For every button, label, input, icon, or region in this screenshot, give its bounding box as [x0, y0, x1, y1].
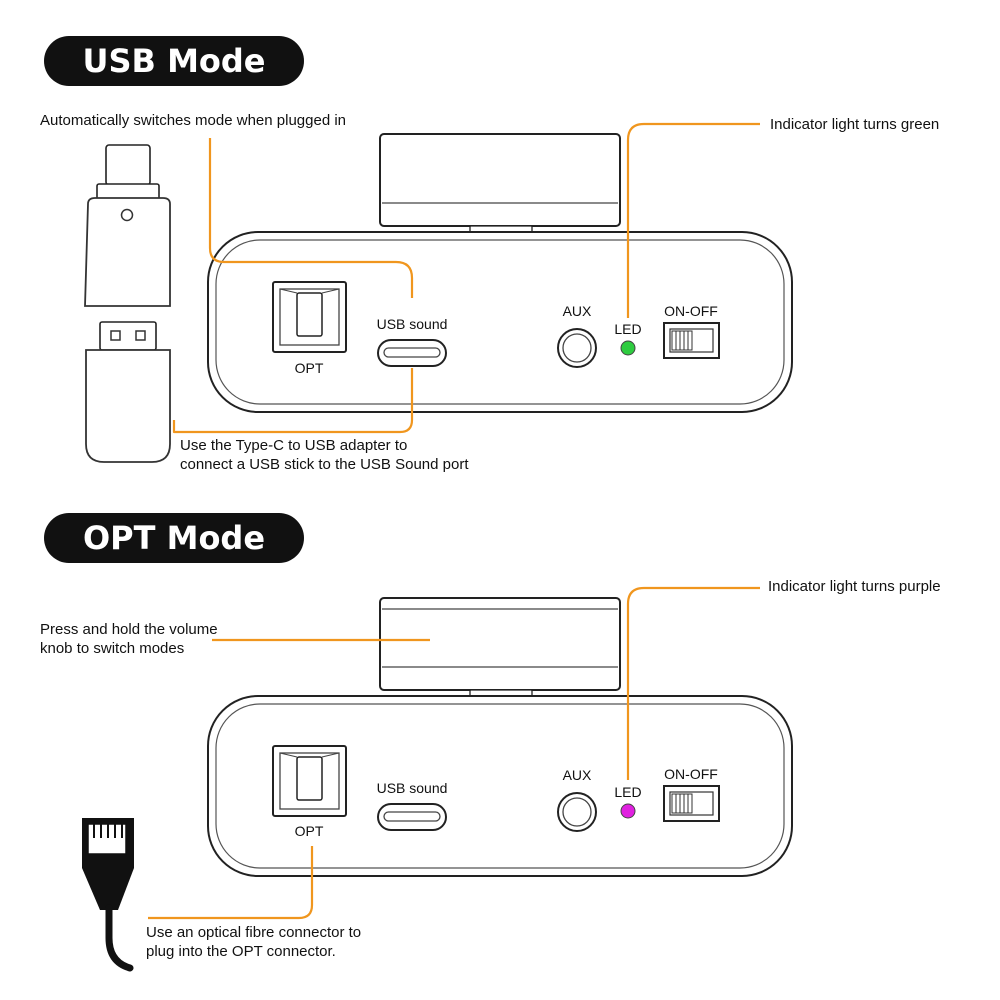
aux-port-label: AUX [563, 767, 592, 783]
usb-mode-heading: USB Mode [83, 42, 266, 80]
power-switch [663, 785, 720, 822]
opt-port [272, 745, 347, 817]
note-press-line-1: Press and hold the volume [40, 621, 218, 638]
led-indicator-purple [620, 803, 636, 819]
usb-sound-port-label: USB sound [377, 316, 448, 332]
note-press-line-2: knob to switch modes [40, 640, 184, 657]
volume-knob [379, 597, 621, 697]
opt-port-label: OPT [295, 360, 324, 376]
leader-indicator-purple [626, 586, 760, 780]
aux-port-label: AUX [563, 303, 592, 319]
leader-adapter [172, 368, 414, 434]
note-fibre-line-2: plug into the OPT connector. [146, 943, 336, 960]
leader-opt-connector [148, 846, 314, 920]
power-switch [663, 322, 720, 359]
aux-port [557, 792, 597, 832]
opt-port-label: OPT [295, 823, 324, 839]
usb-stick-icon [85, 321, 171, 463]
note-adapter-line-2: connect a USB stick to the USB Sound por… [180, 456, 469, 473]
note-indicator-purple: Indicator light turns purple [768, 578, 941, 595]
volume-knob [379, 133, 621, 233]
led-label: LED [614, 321, 641, 337]
opt-port [272, 281, 347, 353]
leader-auto-switch [208, 138, 414, 298]
led-label: LED [614, 784, 641, 800]
note-adapter-line-1: Use the Type-C to USB adapter to [180, 437, 407, 454]
note-auto-switch: Automatically switches mode when plugged… [40, 112, 346, 129]
usb-sound-port [377, 803, 447, 831]
optical-connector-icon [82, 818, 134, 972]
leader-indicator-green [626, 122, 760, 318]
device-body [207, 695, 793, 877]
aux-port [557, 328, 597, 368]
led-indicator-green [620, 340, 636, 356]
opt-mode-heading-pill: OPT Mode [44, 513, 304, 563]
usb-mode-heading-pill: USB Mode [44, 36, 304, 86]
power-switch-label: ON-OFF [664, 303, 718, 319]
usb-sound-port-label: USB sound [377, 780, 448, 796]
usb-adapter-icon [84, 144, 171, 307]
opt-mode-section: OPT Mode OPT USB sound [40, 513, 941, 972]
usb-sound-port [377, 339, 447, 367]
power-switch-label: ON-OFF [664, 766, 718, 782]
note-fibre-line-1: Use an optical fibre connector to [146, 924, 361, 941]
note-indicator-green: Indicator light turns green [770, 116, 939, 133]
usb-mode-section: USB Mode OPT USB sound AUX [40, 36, 939, 473]
device-body [207, 231, 793, 413]
opt-mode-heading: OPT Mode [83, 519, 265, 557]
